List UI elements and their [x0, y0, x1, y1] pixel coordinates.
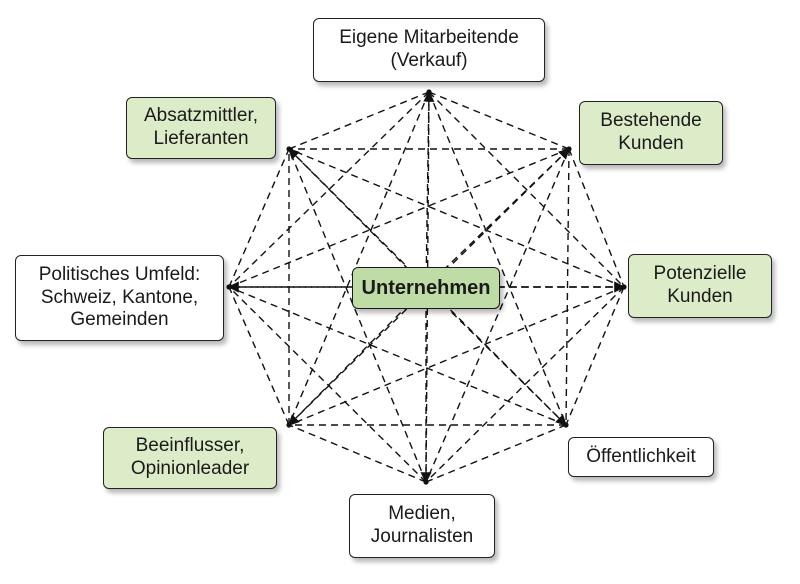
- spoke-line: [288, 286, 427, 426]
- connection-line: [428, 91, 570, 150]
- connection-line: [425, 424, 567, 483]
- connection-line: [228, 148, 570, 288]
- connection-line: [228, 286, 567, 426]
- connection-point: [563, 422, 569, 428]
- node-absatzmittler: Absatzmittler, Lieferanten: [126, 97, 276, 159]
- connection-line: [565, 148, 570, 426]
- node-unternehmen: Unternehmen: [352, 267, 500, 309]
- connection-line: [428, 91, 567, 426]
- spoke-line: [425, 148, 571, 288]
- connection-line: [228, 91, 430, 288]
- connection-point: [423, 479, 429, 485]
- connection-point: [566, 146, 572, 152]
- node-politisches-umfeld: Politisches Umfeld: Schweiz, Kantone, Ge…: [15, 255, 224, 341]
- connection-line: [425, 148, 570, 483]
- node-beeinflusser: Beeinflusser, Opinionleader: [103, 427, 277, 489]
- connection-line: [428, 91, 625, 288]
- node-medien-journalisten: Medien, Journalisten: [349, 494, 495, 558]
- node-eigene-mitarbeitende: Eigene Mitarbeitende (Verkauf): [313, 18, 545, 82]
- connection-point: [426, 89, 432, 95]
- connection-line: [228, 286, 290, 426]
- connection-line: [288, 91, 430, 426]
- spoke-line: [425, 286, 567, 426]
- connection-line: [288, 148, 427, 483]
- connection-line: [228, 286, 427, 483]
- connection-line: [568, 148, 625, 288]
- connection-point: [286, 422, 292, 428]
- connection-line: [288, 424, 427, 483]
- connection-line: [228, 148, 290, 288]
- node-oeffentlichkeit: Öffentlichkeit: [568, 437, 714, 477]
- connection-line: [565, 286, 625, 426]
- connection-point: [286, 146, 292, 152]
- spoke-line: [423, 90, 435, 288]
- connection-line: [288, 148, 625, 288]
- node-potenzielle-kunden: Potenzielle Kunden: [628, 254, 772, 318]
- connection-line: [288, 91, 430, 150]
- spoke-line: [288, 148, 427, 288]
- node-bestehende-kunden: Bestehende Kunden: [579, 101, 723, 165]
- connection-point: [621, 284, 627, 290]
- connection-point: [226, 284, 232, 290]
